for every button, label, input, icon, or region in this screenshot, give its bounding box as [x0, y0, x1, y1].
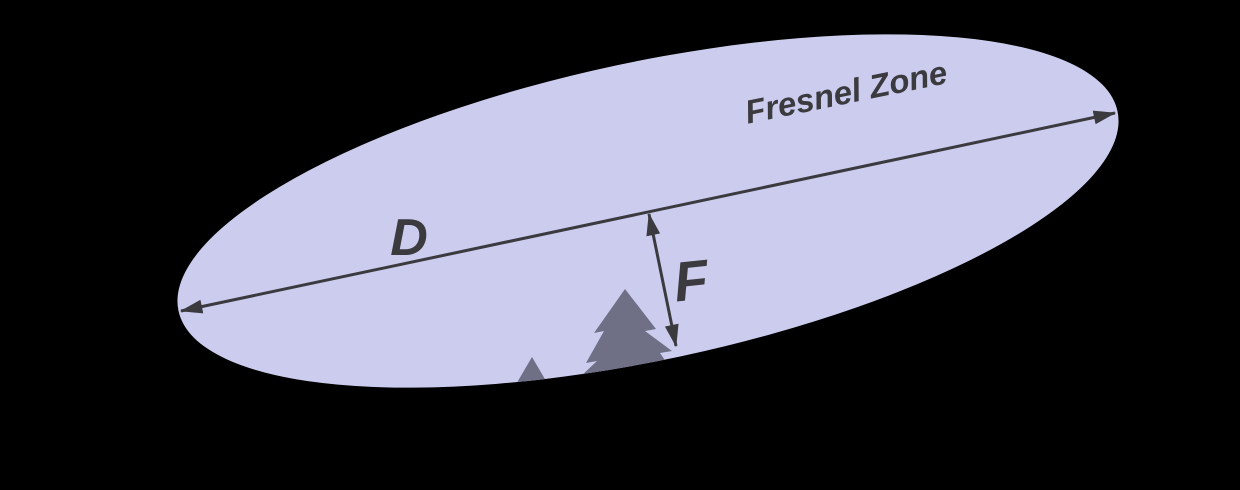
- distance-arrow: [179, 110, 1117, 314]
- radius-arrow: [646, 212, 679, 348]
- distance-label: D: [390, 209, 428, 267]
- small-tree-icon: [515, 357, 549, 386]
- radius-label: F: [670, 247, 712, 314]
